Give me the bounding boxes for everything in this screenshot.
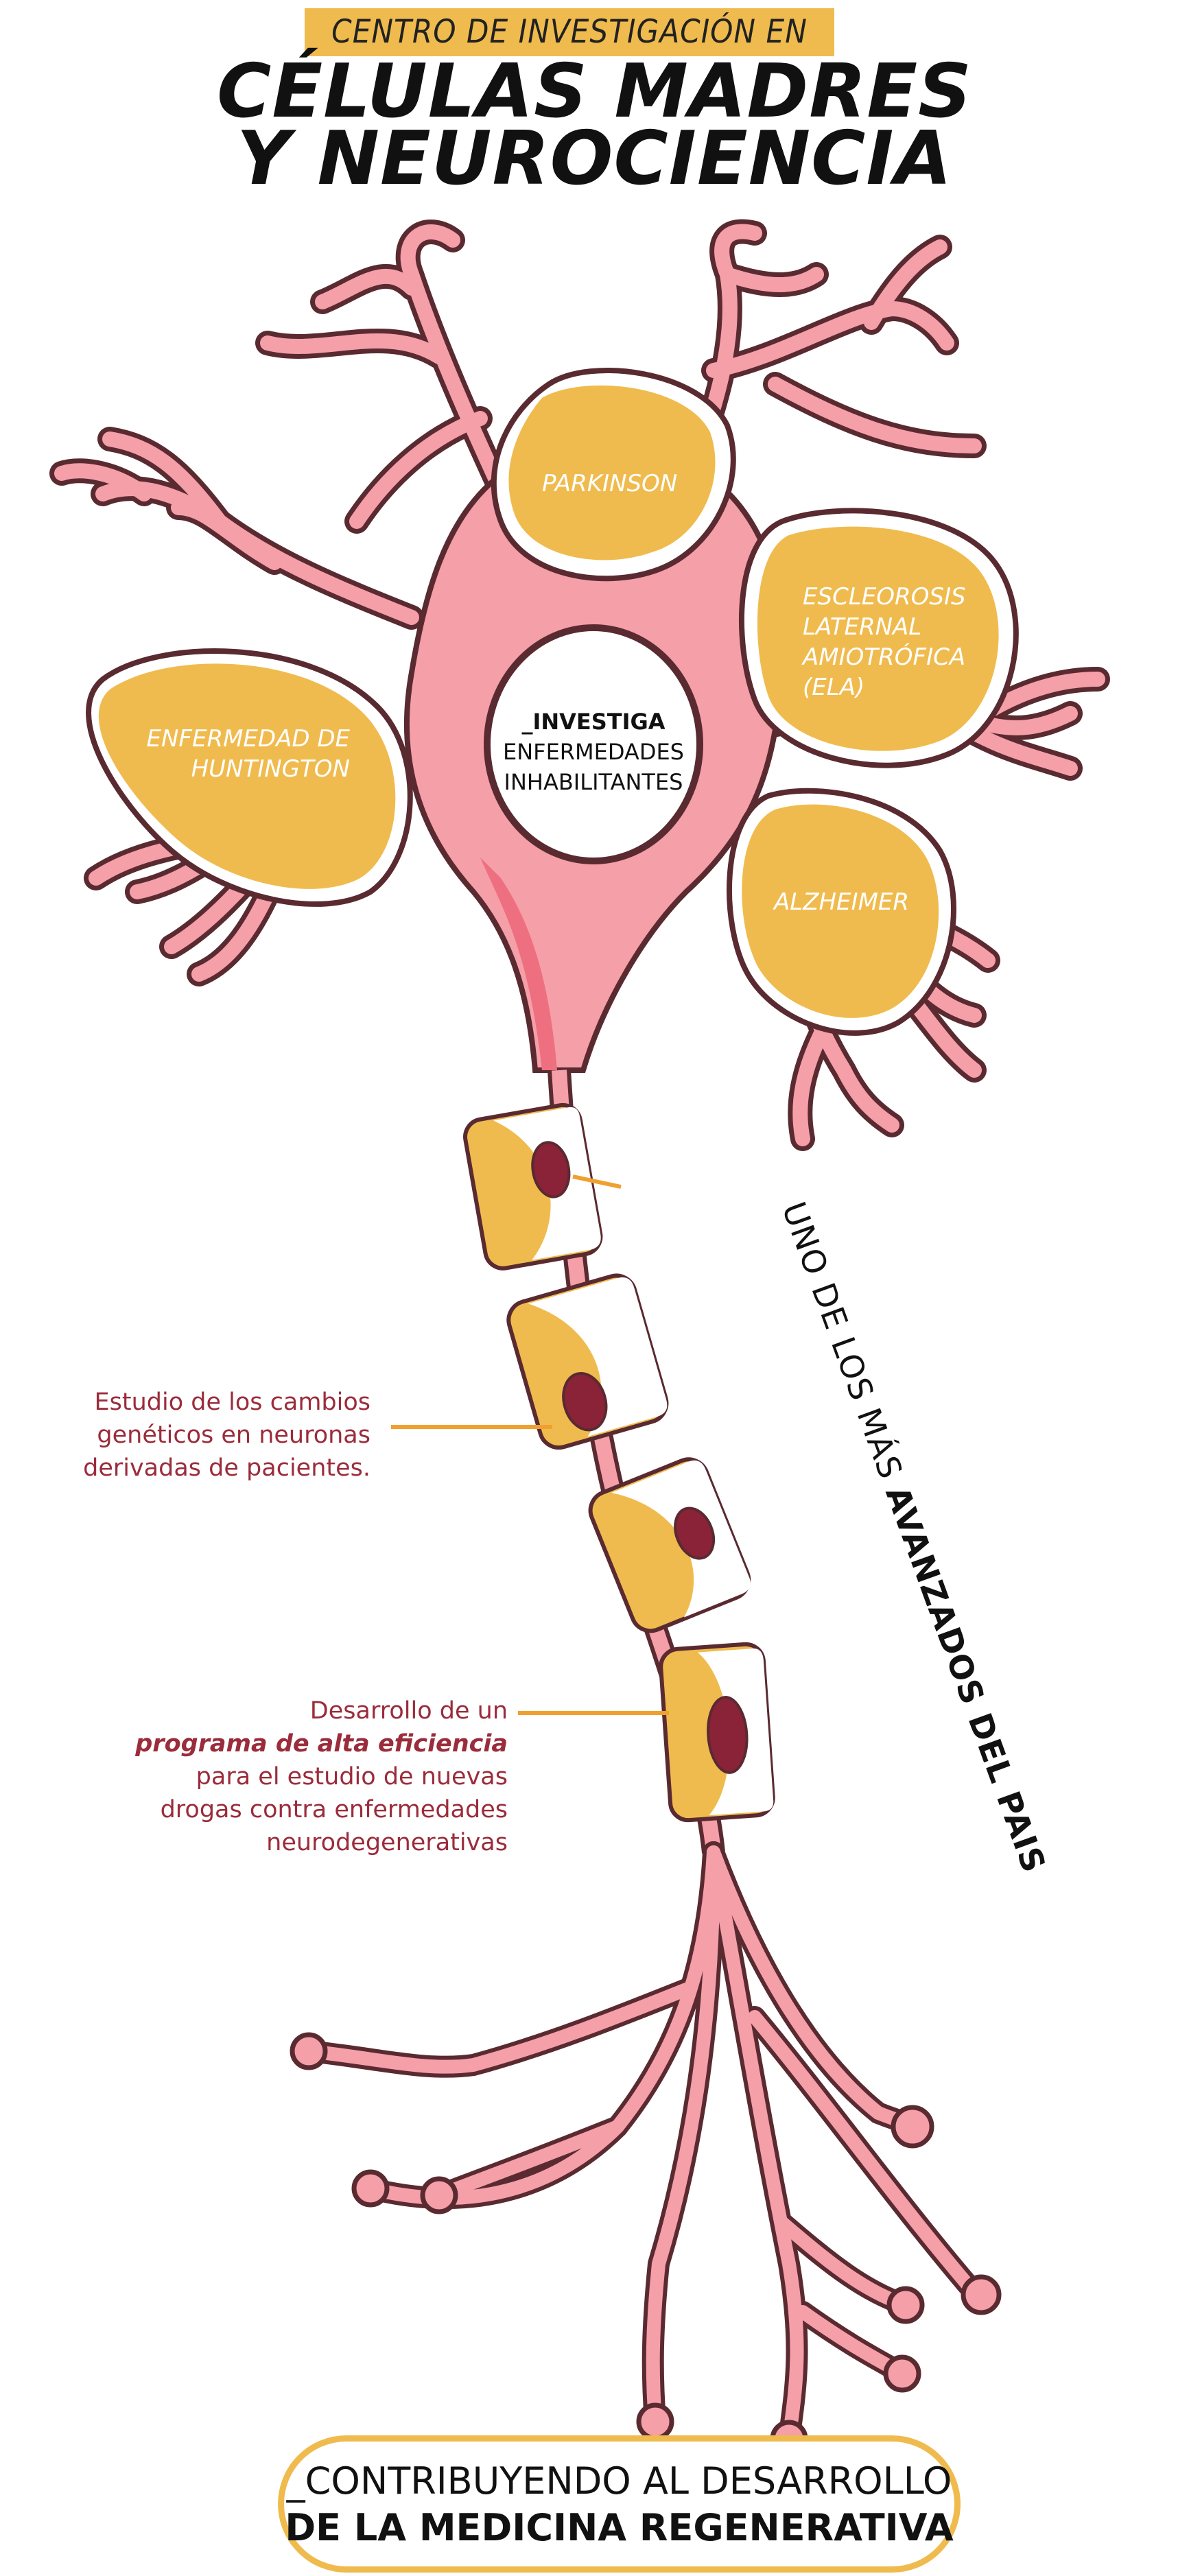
note-genetic-study: Estudio de los cambios genéticos en neur…: [27, 1386, 370, 1485]
myelin-segment-4: [659, 1642, 775, 1823]
footer-line2: DE LA MEDICINA REGENERATIVA: [285, 2506, 954, 2549]
label-huntington-line2: HUNTINGTON: [191, 755, 350, 783]
label-huntington: ENFERMEDAD DE HUNTINGTON: [123, 724, 351, 784]
lobe-huntington: [86, 648, 413, 907]
myelin-segment-1: [463, 1102, 603, 1271]
note2-line5: neurodegenerativas: [266, 1829, 508, 1856]
note2-line3: para el estudio de nuevas: [196, 1763, 508, 1791]
main-title-line1: CÉLULAS MADRES: [217, 49, 972, 134]
myelin-segment-3: [588, 1457, 751, 1633]
label-huntington-line1: ENFERMEDAD DE: [146, 725, 351, 753]
footer-line1: _CONTRIBUYENDO AL DESARROLLO: [286, 2459, 952, 2503]
note1-line2: genéticos en neuronas: [97, 1421, 370, 1449]
nucleus-line1: ENFERMEDADES: [503, 739, 684, 765]
nucleus-line2: INHABILITANTES: [504, 769, 683, 795]
note-drug-program: Desarrollo de un programa de alta eficie…: [41, 1694, 508, 1859]
label-alzheimer: ALZHEIMER: [774, 888, 910, 916]
note2-line4: drogas contra enfermedades: [160, 1796, 508, 1823]
note2-line1: Desarrollo de un: [309, 1697, 508, 1725]
label-ela-line3: AMIOTRÓFICA: [803, 643, 966, 671]
label-parkinson: PARKINSON: [542, 470, 678, 497]
label-ela: ESCLEOROSIS LATERNAL AMIOTRÓFICA (ELA): [803, 582, 966, 702]
leader-line-top: [572, 1174, 622, 1189]
label-ela-line4: (ELA): [803, 674, 865, 701]
header-label-box: CENTRO DE INVESTIGACIÓN EN: [305, 8, 834, 56]
lobe-ela: [738, 508, 1019, 768]
note1-line1: Estudio de los cambios: [94, 1389, 370, 1416]
terminals-outline: [298, 1841, 992, 2450]
label-ela-line2: LATERNAL: [803, 613, 922, 641]
main-title-line2: Y NEUROCIENCIA: [236, 116, 953, 202]
terminals-fill: [302, 1845, 988, 2446]
label-ela-line1: ESCLEOROSIS: [803, 583, 966, 611]
note2-bold: programa de alta eficiencia: [135, 1730, 508, 1758]
nucleus: [484, 624, 703, 864]
myelin-segment-2: [506, 1273, 669, 1450]
footer-pill: [278, 2435, 961, 2573]
nucleus-heading: _INVESTIGA: [521, 709, 666, 735]
lobe-parkinson: [491, 368, 736, 582]
note1-line3: derivadas de pacientes.: [83, 1454, 370, 1482]
header-label: CENTRO DE INVESTIGACIÓN EN: [331, 13, 808, 51]
lobe-alzheimer: [727, 788, 956, 1036]
